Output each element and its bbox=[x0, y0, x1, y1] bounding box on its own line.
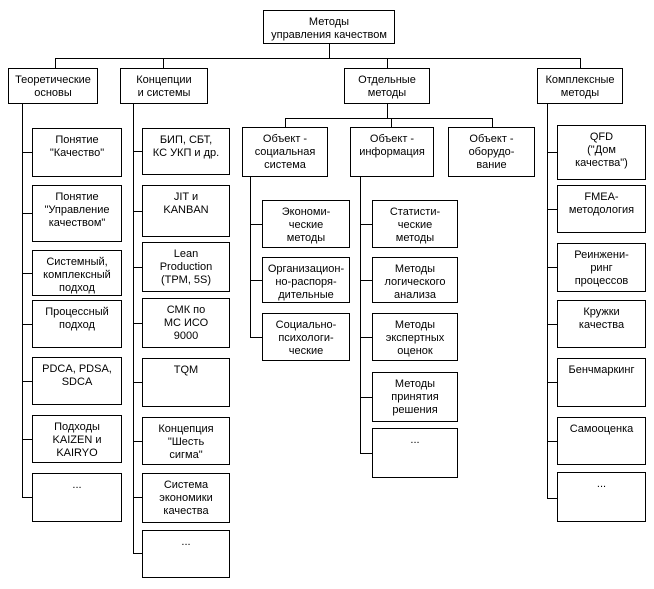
node-org-administrative: Организацион- но-распоря- дительные bbox=[262, 257, 350, 303]
connector bbox=[360, 397, 372, 398]
node-statistical-methods: Статисти- ческие методы bbox=[372, 200, 458, 248]
connector bbox=[22, 213, 32, 214]
node-expert-assessment: Методы экспертных оценок bbox=[372, 313, 458, 361]
connector bbox=[250, 177, 251, 337]
node-ellipsis-theoretical: ... bbox=[32, 473, 122, 522]
node-bip-sbt: БИП, СБТ, КС УКП и др. bbox=[142, 128, 230, 175]
connector bbox=[133, 553, 142, 554]
group-object-equipment: Объект - оборудо- вание bbox=[448, 127, 535, 177]
node-jit-kanban: JIT и KANBAN bbox=[142, 185, 230, 237]
branch-complex-methods: Комплексные методы bbox=[537, 68, 623, 104]
connector bbox=[492, 118, 493, 127]
connector bbox=[22, 152, 32, 153]
node-tqm: TQM bbox=[142, 358, 230, 407]
connector bbox=[547, 152, 557, 153]
connector bbox=[22, 104, 23, 497]
node-fmea: FMEA- методология bbox=[557, 185, 646, 233]
connector bbox=[133, 497, 142, 498]
connector bbox=[22, 324, 32, 325]
connector bbox=[133, 382, 142, 383]
connector bbox=[22, 273, 32, 274]
connector bbox=[547, 324, 557, 325]
node-smk-iso9000: СМК по МС ИСО 9000 bbox=[142, 298, 230, 348]
branch-individual-methods: Отдельные методы bbox=[344, 68, 430, 104]
connector bbox=[360, 280, 372, 281]
connector bbox=[133, 323, 142, 324]
group-object-social-system: Объект - социальная система bbox=[242, 127, 328, 177]
connector bbox=[391, 118, 392, 127]
node-reengineering: Реинжени- ринг процессов bbox=[557, 243, 646, 292]
connector bbox=[547, 104, 548, 498]
connector bbox=[387, 104, 388, 118]
connector bbox=[250, 280, 262, 281]
node-decision-making: Методы принятия решения bbox=[372, 372, 458, 422]
node-qfd: QFD ("Дом качества") bbox=[557, 125, 646, 180]
node-six-sigma: Концепция "Шесть сигма" bbox=[142, 417, 230, 465]
connector bbox=[547, 382, 557, 383]
node-system-approach: Системный, комплексный подход bbox=[32, 250, 122, 296]
connector bbox=[360, 177, 361, 453]
node-root: Методы управления качеством bbox=[263, 10, 395, 44]
connector bbox=[360, 453, 372, 454]
node-ellipsis-concepts: ... bbox=[142, 530, 230, 578]
connector bbox=[133, 104, 134, 553]
connector bbox=[163, 58, 164, 68]
node-concept-quality: Понятие "Качество" bbox=[32, 128, 122, 177]
node-logical-analysis: Методы логического анализа bbox=[372, 257, 458, 303]
connector bbox=[133, 267, 142, 268]
group-object-information: Объект - информация bbox=[350, 127, 434, 177]
connector bbox=[387, 58, 388, 68]
branch-theoretical-foundations: Теоретические основы bbox=[8, 68, 98, 104]
node-lean-production: Lean Production (TPM, 5S) bbox=[142, 242, 230, 292]
node-benchmarking: Бенчмаркинг bbox=[557, 358, 646, 407]
connector bbox=[547, 441, 557, 442]
connector bbox=[360, 337, 372, 338]
connector bbox=[133, 151, 142, 152]
connector bbox=[250, 337, 262, 338]
connector bbox=[547, 498, 557, 499]
connector bbox=[133, 441, 142, 442]
node-ellipsis-complex: ... bbox=[557, 472, 646, 522]
connector bbox=[22, 381, 32, 382]
connector bbox=[547, 267, 557, 268]
connector bbox=[285, 118, 493, 119]
node-pdca: PDCA, PDSA, SDCA bbox=[32, 357, 122, 405]
connector bbox=[285, 118, 286, 127]
connector bbox=[55, 58, 56, 68]
node-self-assessment: Самооценка bbox=[557, 417, 646, 465]
connector bbox=[360, 224, 372, 225]
node-ellipsis-information: ... bbox=[372, 428, 458, 478]
node-quality-circles: Кружки качества bbox=[557, 300, 646, 348]
branch-concepts-systems: Концепции и системы bbox=[120, 68, 208, 104]
node-concept-quality-management: Понятие "Управление качеством" bbox=[32, 185, 122, 242]
node-economic-methods: Экономи- ческие методы bbox=[262, 200, 350, 248]
connector bbox=[250, 224, 262, 225]
connector bbox=[329, 44, 330, 58]
node-socio-psychological: Социально- психологи- ческие bbox=[262, 313, 350, 361]
connector bbox=[133, 211, 142, 212]
connector bbox=[22, 497, 32, 498]
connector bbox=[22, 439, 32, 440]
node-quality-economics: Система экономики качества bbox=[142, 473, 230, 523]
connector bbox=[55, 58, 581, 59]
connector bbox=[580, 58, 581, 68]
connector bbox=[547, 209, 557, 210]
node-kaizen-kairyo: Подходы KAIZEN и KAIRYO bbox=[32, 415, 122, 463]
node-process-approach: Процессный подход bbox=[32, 300, 122, 348]
